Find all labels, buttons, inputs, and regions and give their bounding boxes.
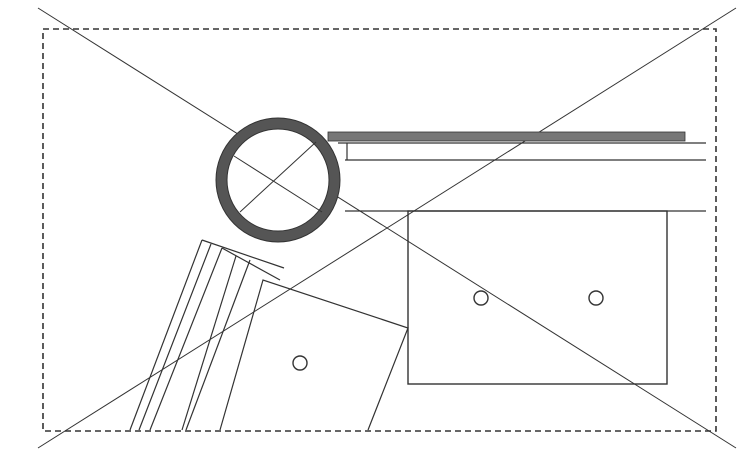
- diagonal-line-bottom-left-to-top-right: [37, 7, 737, 449]
- ring-overlay-diagonal-1: [233, 155, 323, 213]
- ring-overlay-lines: [233, 141, 323, 213]
- tilted-bar-2: [138, 243, 212, 431]
- tilted-bar-3: [149, 247, 223, 431]
- tilted-assembly: [129, 239, 409, 431]
- top-plate: [327, 131, 686, 142]
- right-box: [407, 210, 668, 385]
- right-box-hole-left: [473, 290, 489, 306]
- tilted-bar-4: [181, 255, 237, 431]
- dashed-boundary-frame: [42, 28, 717, 432]
- ring-overlay-diagonal-2: [239, 141, 317, 213]
- ring-inner: [226, 128, 330, 232]
- tilted-plate-outline: [219, 279, 409, 431]
- right-box-hole-right: [588, 290, 604, 306]
- tilted-bar-1: [129, 239, 203, 431]
- tilted-top-edge-1: [201, 239, 285, 269]
- horizontal-rails: [338, 142, 706, 212]
- tilted-top-edge-2: [221, 247, 281, 281]
- tilted-bar-5: [185, 259, 251, 431]
- tilted-plate-hole: [292, 355, 308, 371]
